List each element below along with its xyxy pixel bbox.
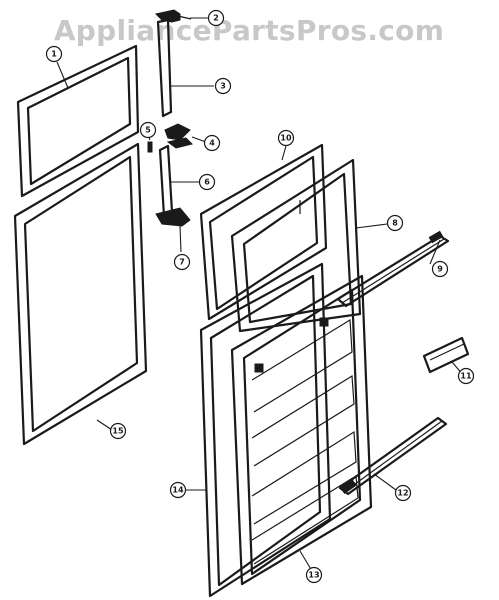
callout-label: 12 [397,489,408,498]
callout-circle [214,77,232,95]
callout-circle [457,367,475,385]
callout-circle [45,45,63,63]
callout-label: 7 [179,258,185,267]
callout-15: 15 [109,422,127,440]
callout-circle [173,253,191,271]
callout-circle [305,566,323,584]
callout-label: 2 [213,14,219,23]
callout-circle [109,422,127,440]
callout-label: 1 [51,50,57,59]
callout-label: 14 [172,486,184,495]
callout-circle [277,129,295,147]
freezer-shelf-bar [336,230,450,308]
callout-label: 11 [460,372,472,381]
callout-8: 8 [386,214,404,232]
callout-11: 11 [457,367,475,385]
hinge-strip [156,18,173,118]
callout-label: 9 [437,265,443,274]
callout-14: 14 [169,481,187,499]
hinge-top-bracket [155,9,192,23]
fresh-food-door-liner [230,274,373,586]
hinge-pin-block [164,123,193,149]
callout-circle [198,173,216,191]
hinge-screw [147,141,153,153]
callout-9: 9 [431,260,449,278]
lower-hinge-bracket [155,207,191,227]
center-hinge-strip [158,144,174,218]
callout-circle [394,484,412,502]
callout-3: 3 [214,77,232,95]
upper-door-gasket [16,44,140,198]
callout-circle [207,9,225,27]
callout-label: 15 [112,427,124,436]
callout-circle [139,121,157,139]
callout-circle [431,260,449,278]
freezer-door-gasket [199,143,328,321]
callout-12: 12 [394,484,412,502]
callout-label: 5 [145,126,151,135]
callout-circle [386,214,404,232]
callout-10: 10 [277,129,295,147]
callout-2: 2 [207,9,225,27]
fresh-food-door-gasket [199,262,332,598]
callout-label: 3 [220,82,226,91]
shelf-end-cap [422,336,470,374]
callout-7: 7 [173,253,191,271]
callout-6: 6 [198,173,216,191]
callout-label: 10 [280,134,292,143]
fresh-food-shelf-bar [338,416,448,496]
callout-label: 13 [308,571,319,580]
callout-13: 13 [305,566,323,584]
lower-door-gasket [13,142,148,446]
callout-label: 8 [392,219,398,228]
callout-label: 4 [209,139,215,148]
watermark: AppliancePartsPros.com [53,14,445,47]
callout-circle [169,481,187,499]
callout-4: 4 [203,134,221,152]
callout-circle [203,134,221,152]
callout-label: 6 [204,178,210,187]
callout-5: 5 [139,121,157,139]
callout-1: 1 [45,45,63,63]
leader-lines [56,17,465,572]
